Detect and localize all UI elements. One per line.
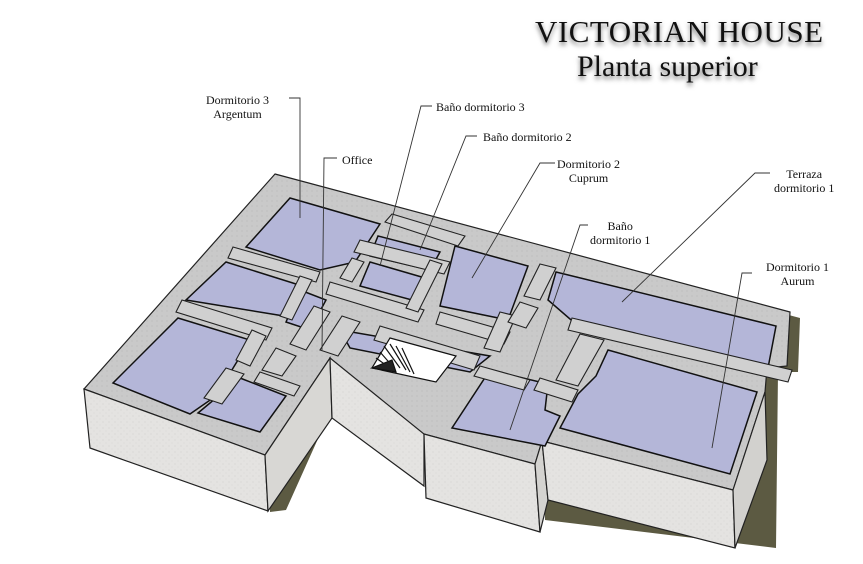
- label-dormitorio-1-line1: Dormitorio 1: [766, 260, 829, 274]
- floor-room-left-corner: [196, 377, 288, 433]
- wall-face-middle: [329, 356, 425, 488]
- label-bano-dormitorio-1: Baño dormitorio 1: [590, 219, 650, 247]
- label-dormitorio-1-line2: Aurum: [780, 274, 815, 288]
- label-bano-dormitorio-1-line1: Baño: [607, 219, 633, 233]
- label-terraza-line1: Terraza: [786, 167, 823, 181]
- leader-bano-dormitorio-3: [379, 105, 432, 267]
- label-bano-dormitorio-2-line1: Baño dormitorio 2: [483, 130, 572, 144]
- leader-office: [321, 157, 337, 351]
- leader-terraza: [621, 172, 770, 303]
- floor-dormitorio-3: [244, 197, 382, 271]
- label-dormitorio-3-line1: Dormitorio 3: [206, 93, 269, 107]
- label-bano-dormitorio-3-line1: Baño dormitorio 3: [436, 100, 525, 114]
- leader-dormitorio-1: [711, 272, 752, 449]
- label-dormitorio-3-line2: Argentum: [213, 107, 262, 121]
- label-office: Office: [342, 153, 372, 167]
- label-bano-dormitorio-1-line2: dormitorio 1: [590, 233, 651, 247]
- leader-dormitorio-2: [471, 162, 555, 279]
- label-terraza-line2: dormitorio 1: [774, 181, 835, 195]
- label-bano-dormitorio-2: Baño dormitorio 2: [483, 130, 572, 144]
- leader-dormitorio-3: [289, 97, 301, 218]
- label-office-line1: Office: [342, 153, 373, 167]
- label-dormitorio-1: Dormitorio 1 Aurum: [766, 260, 829, 288]
- label-bano-dormitorio-3: Baño dormitorio 3: [436, 100, 525, 114]
- label-terraza-dormitorio-1: Terraza dormitorio 1: [774, 167, 834, 195]
- diagram-subtitle: Planta superior: [577, 50, 758, 83]
- diagram-title: VICTORIAN HOUSE: [535, 14, 824, 49]
- staircase: [369, 337, 458, 383]
- leader-bano-dormitorio-1: [509, 224, 588, 431]
- leader-bano-dormitorio-2: [419, 135, 477, 251]
- floor-dormitorio-1: [558, 349, 758, 475]
- label-dormitorio-2-line1: Dormitorio 2: [557, 157, 620, 171]
- label-dormitorio-2: Dormitorio 2 Cuprum: [557, 157, 620, 185]
- label-dormitorio-3: Dormitorio 3 Argentum: [206, 93, 269, 121]
- wall-face-right-end: [732, 391, 768, 549]
- leader-lines: [289, 97, 770, 449]
- label-dormitorio-2-line2: Cuprum: [568, 171, 609, 185]
